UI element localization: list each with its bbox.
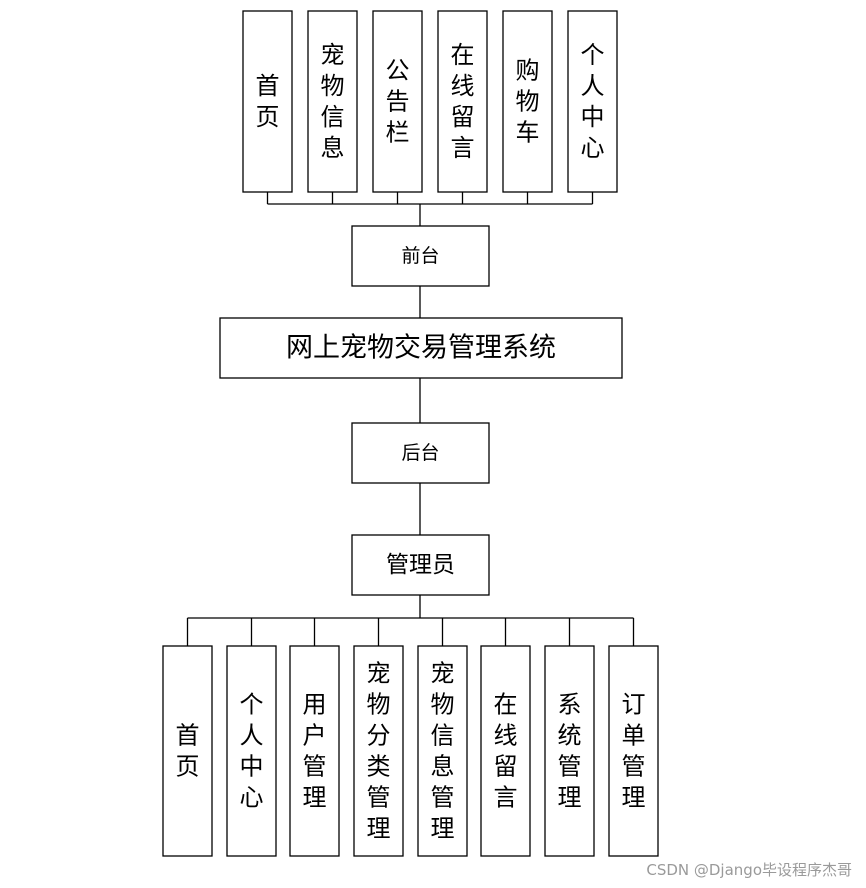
frontend-module-4-label: 在线留言 xyxy=(451,41,475,162)
frontend-module-6-label: 个人中心 xyxy=(581,41,605,162)
backend-module-8: 订单管理 xyxy=(608,645,659,857)
frontend-module-1: 首页 xyxy=(242,10,293,193)
frontend-module-6-box xyxy=(567,10,618,193)
backend-module-8-label: 订单管理 xyxy=(622,691,646,812)
backend-module-2-label: 个人中心 xyxy=(240,691,264,812)
system-title-node: 网上宠物交易管理系统 xyxy=(219,317,623,379)
backend-module-8-box xyxy=(608,645,659,857)
frontend-module-2: 宠物信息 xyxy=(307,10,358,193)
admin-role-node: 管理员 xyxy=(351,534,490,596)
backend-module-4: 宠物分类管理 xyxy=(353,645,404,857)
watermark: CSDN @Django毕设程序杰哥 xyxy=(646,861,852,879)
backend-module-7: 系统管理 xyxy=(544,645,595,857)
frontend-module-2-label: 宠物信息 xyxy=(321,41,345,162)
backend-module-7-label: 系统管理 xyxy=(558,691,582,812)
backend-node: 后台 xyxy=(351,422,490,484)
frontend-module-5-box xyxy=(502,10,553,193)
frontend-node: 前台 xyxy=(351,225,490,287)
connector-lines xyxy=(186,192,635,646)
backend-module-6-box xyxy=(480,645,531,857)
backend-module-3-box xyxy=(289,645,340,857)
frontend-module-5: 购物车 xyxy=(502,10,553,193)
frontend-module-4: 在线留言 xyxy=(437,10,488,193)
backend-module-5-box xyxy=(417,645,468,857)
diagram-nodes: 首页宠物信息公告栏在线留言购物车个人中心前台网上宠物交易管理系统后台管理员首页个… xyxy=(162,10,659,857)
backend-node-box xyxy=(351,422,490,484)
frontend-module-3-label: 公告栏 xyxy=(386,57,410,147)
backend-module-6-label: 在线留言 xyxy=(494,691,518,812)
backend-module-1-box xyxy=(162,645,213,857)
admin-role-node-box xyxy=(351,534,490,596)
backend-module-4-label: 宠物分类管理 xyxy=(367,660,391,843)
frontend-module-1-box xyxy=(242,10,293,193)
frontend-module-5-label: 购物车 xyxy=(516,57,540,147)
frontend-module-2-box xyxy=(307,10,358,193)
frontend-node-box xyxy=(351,225,490,287)
backend-module-2-box xyxy=(226,645,277,857)
backend-module-1: 首页 xyxy=(162,645,213,857)
backend-module-2: 个人中心 xyxy=(226,645,277,857)
admin-role-node-label: 管理员 xyxy=(386,552,455,578)
system-title-node-box xyxy=(219,317,623,379)
backend-module-7-box xyxy=(544,645,595,857)
backend-module-3: 用户管理 xyxy=(289,645,340,857)
frontend-node-label: 前台 xyxy=(401,245,439,267)
backend-module-1-label: 首页 xyxy=(176,722,200,781)
backend-module-3-label: 用户管理 xyxy=(303,691,327,812)
system-title-node-label: 网上宠物交易管理系统 xyxy=(286,333,556,364)
frontend-module-6: 个人中心 xyxy=(567,10,618,193)
backend-module-6: 在线留言 xyxy=(480,645,531,857)
backend-module-5-label: 宠物信息管理 xyxy=(431,660,455,843)
frontend-module-4-box xyxy=(437,10,488,193)
frontend-module-1-label: 首页 xyxy=(256,72,280,131)
backend-module-4-box xyxy=(353,645,404,857)
frontend-module-3: 公告栏 xyxy=(372,10,423,193)
backend-module-5: 宠物信息管理 xyxy=(417,645,468,857)
frontend-module-3-box xyxy=(372,10,423,193)
backend-node-label: 后台 xyxy=(401,442,439,464)
